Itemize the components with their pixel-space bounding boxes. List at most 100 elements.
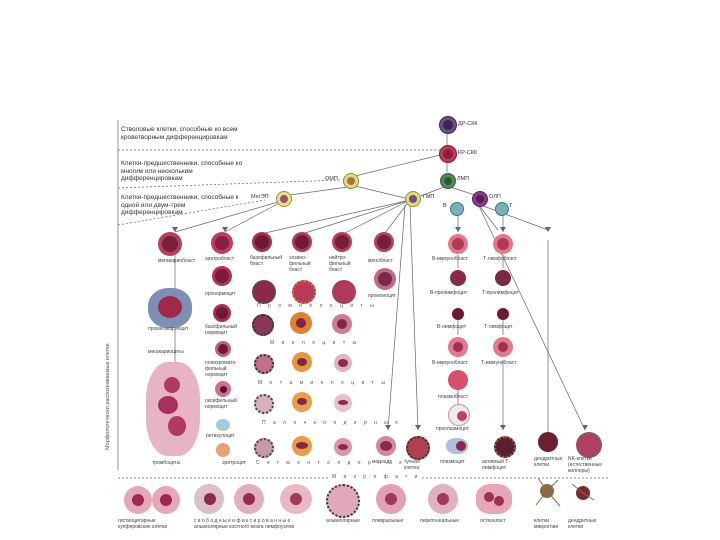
erythrocyte-cell [216, 443, 230, 457]
kupffer-label: гистиоцитарные купферовские клетки [118, 518, 168, 530]
olp-cell [472, 191, 488, 207]
kr-skk-label: КР-СКК [458, 150, 478, 156]
osteoclast [476, 484, 512, 514]
reticulocyte-cell [216, 419, 230, 431]
b-immunoblast-cell [448, 234, 468, 254]
promonocyte-cell [374, 268, 396, 290]
megakaryocyte-cell [146, 362, 200, 456]
free-macrophage-2 [234, 484, 264, 514]
nk-label: NK-клетки (естественные киллеры) [568, 456, 603, 474]
baso-myelocyte-cell [252, 314, 274, 336]
neutrophilic-blast-cell [332, 232, 352, 252]
eos-myelocyte-cell [290, 312, 312, 334]
metamyelocytes-label: М е т а м и е л о ц и т ы [258, 380, 388, 386]
plasmocyte-cell [446, 438, 468, 454]
basophilic-normocyte-label: базофильный нормоцит [205, 324, 238, 336]
lmp-label: ЛМП [457, 176, 470, 182]
erythrocyte-label: эритроцит [222, 460, 246, 466]
proplasmocyte-cell [448, 404, 470, 426]
eosinophilic-blast-label: эозино-фильный бласт [289, 255, 311, 273]
pleural-macrophage [376, 484, 406, 514]
basophilic-normocyte-cell [213, 304, 231, 322]
t-immunoblast-label: Т-лимфобласт [483, 256, 517, 262]
basophil-cell [254, 438, 274, 458]
t-immunoblast2-label: Т-иммунобласт [481, 360, 517, 366]
mast-cell-label: тучная клетка [404, 459, 420, 471]
basophilic-blast-cell [252, 232, 272, 252]
osteoclast-label: остеокласт [480, 518, 506, 524]
b-lymphocyte-label: В-лимфоцит [437, 324, 466, 330]
t-prolymphocyte-cell [495, 270, 511, 286]
free-fixed-label: с в о б о д н ы е и ф и к с и р о в а н … [194, 518, 294, 530]
legend-oligopotent: Клетки-предшественники, способные к одно… [121, 194, 239, 216]
peritoneal-label: перитонеальные [420, 518, 460, 524]
segmented-label: С е г м е н т о я д е р н ы е [256, 460, 406, 466]
monocyte-label: моноцит [372, 459, 392, 465]
baso-promyelocyte-cell [252, 280, 276, 304]
b-prolymphocyte-label: В-пролимфоцит [430, 290, 468, 296]
promegakaryocyte-cell [148, 288, 192, 328]
free-macrophage-1 [194, 484, 224, 514]
active-t-label: активный Т-лимфоцит [482, 459, 511, 471]
mast-cell [406, 436, 430, 460]
alveolar-macrophage [326, 484, 360, 518]
polychromatophilic-normocyte-cell [215, 341, 231, 357]
omp-label: ОМП [325, 176, 338, 182]
erythroblast-cell [211, 232, 233, 254]
monocyte-cell [376, 436, 396, 456]
neut-metamyelocyte-cell [334, 354, 352, 372]
plasmablast-cell [448, 370, 468, 390]
gmp-cell [405, 191, 421, 207]
t-immunoblast2-cell [493, 337, 513, 357]
b-immunoblast2-cell [448, 337, 468, 357]
platelets-label: тромбоциты [152, 460, 181, 466]
b-lymphocyte-cell [452, 308, 464, 320]
plasmocyte-label: плазмоцит [440, 459, 465, 465]
megep-label: МегЭП [251, 194, 269, 200]
b-mark: В [443, 203, 447, 209]
neutrophil-cell [334, 438, 352, 456]
olp-label: ОЛП [489, 194, 501, 200]
megep-cell [276, 191, 292, 207]
gmp-label: ГМП [423, 194, 435, 200]
eos-promyelocyte-cell [292, 280, 316, 304]
dr-skk-label: ДР-СКК [458, 121, 478, 127]
neut-band-cell [334, 394, 352, 412]
promegakaryocyte-label: промегакариоцит [148, 326, 189, 332]
band-label: П а л о ч к о я д е р н ы е [262, 420, 402, 426]
baso-metamyelocyte-cell [254, 354, 274, 374]
eos-metamyelocyte-cell [292, 352, 312, 372]
active-t-cell [494, 436, 516, 458]
neut-myelocyte-cell [332, 314, 352, 334]
pleural-label: плевральные [372, 518, 404, 524]
kr-skk-cell [439, 145, 457, 163]
neut-promyelocyte-cell [332, 280, 356, 304]
alveolar-label: альвеолярные [326, 518, 360, 524]
kupffer-cell-2 [152, 486, 180, 514]
eos-band-cell [292, 392, 312, 412]
monoblast-cell [374, 232, 394, 252]
microglia-label: клетки микроглии [534, 518, 559, 530]
dendritic-label: дендритные клетки [534, 456, 563, 468]
basophilic-blast-label: базофильный бласт [250, 255, 283, 267]
t-lymphocyte-cell [497, 308, 509, 320]
monoblast-label: монобласт [368, 258, 393, 264]
plasmablast-label: плазмобласт [438, 394, 468, 400]
free-macrophage-3 [280, 484, 312, 514]
megakaryoblast-label: мегакариобласт [158, 258, 196, 264]
eosinophil-cell [292, 436, 312, 456]
megakaryocytes-label: мегакариоциты [148, 349, 184, 355]
b-precursor-cell [450, 202, 464, 216]
b-immunoblast2-label: В-иммунобласт [432, 360, 468, 366]
megakaryoblast-cell [158, 232, 182, 256]
t-mark: Т [509, 203, 513, 209]
t-immunoblast-cell [493, 234, 513, 254]
macrophages-header: М а к р о ф а г и [330, 474, 423, 480]
promyelocytes-label: П р о м и е л о ц и т ы [257, 303, 377, 309]
proplasmocyte-label: проплазмоцит [436, 426, 470, 432]
pronormocyte-label: пронормоцит [205, 291, 236, 297]
oxyphilic-normocyte-label: оксифильный нормоцит [205, 398, 237, 410]
